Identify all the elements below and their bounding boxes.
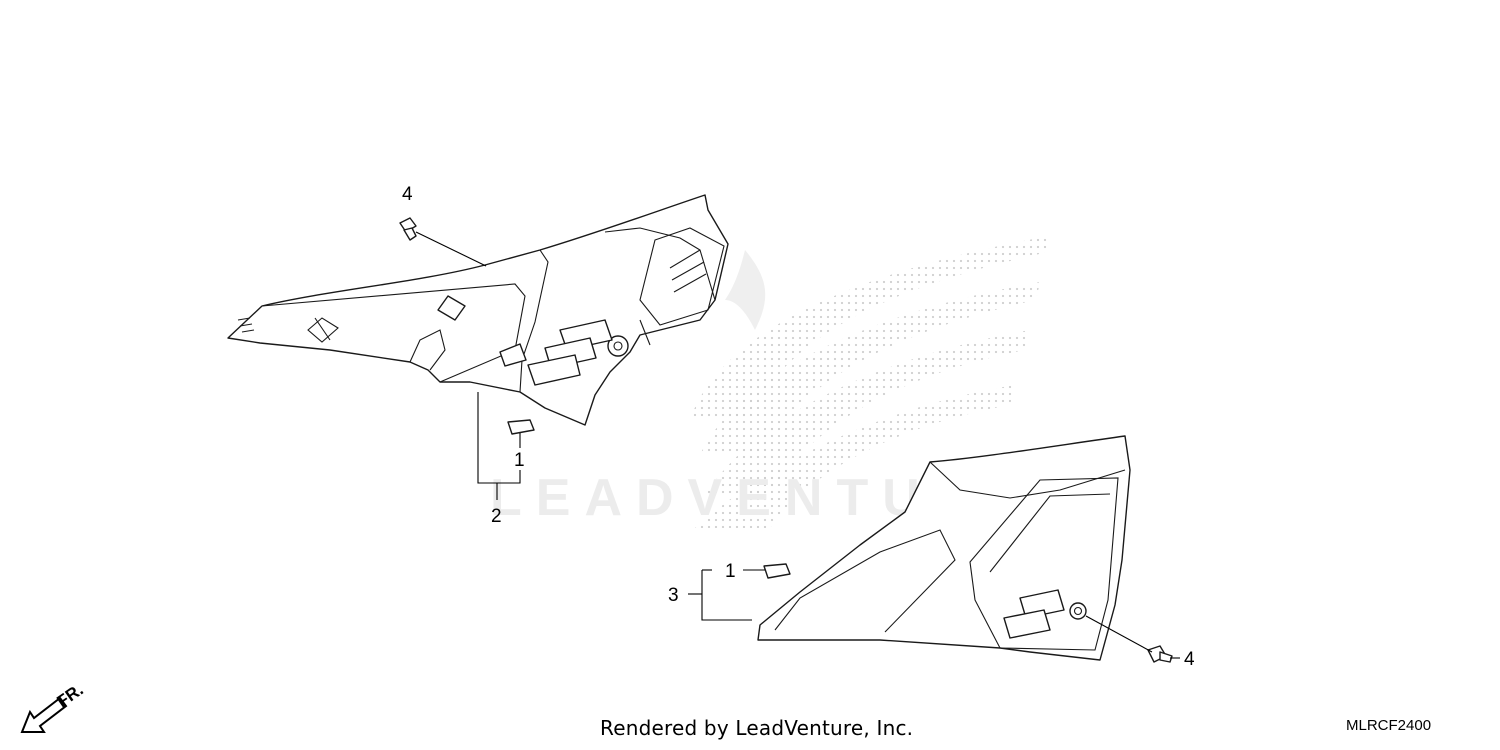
right-side-cover (757, 435, 1131, 661)
callout-4-top: 4 (402, 184, 413, 205)
diagram-code: MLRCF2400 (1346, 717, 1432, 734)
clip-left (507, 419, 535, 435)
left-cover-grommet (607, 335, 629, 357)
callout-4-right: 4 (1184, 649, 1195, 670)
callout-2: 2 (491, 506, 502, 527)
front-direction-arrow: FR. (20, 680, 87, 733)
callout-3: 3 (668, 585, 679, 606)
screw-top-left (399, 217, 417, 241)
callout-1-right: 1 (725, 561, 736, 582)
screw-right (1147, 645, 1173, 663)
footer-credit: Rendered by LeadVenture, Inc. (600, 716, 914, 740)
clip-right (763, 563, 791, 579)
right-cover-grommet (1069, 602, 1087, 620)
left-side-cover (227, 194, 729, 426)
leader-lines (415, 231, 1180, 659)
callout-1-left: 1 (514, 450, 525, 471)
